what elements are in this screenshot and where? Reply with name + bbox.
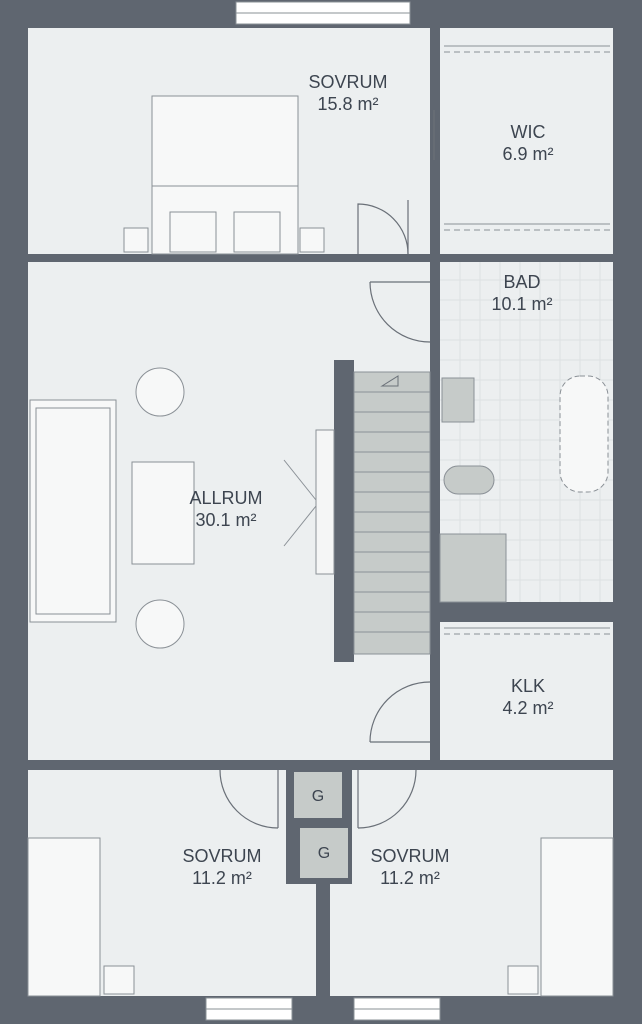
double-bed — [123, 95, 325, 255]
room-name: BAD — [503, 272, 540, 292]
room-area: 11.2 m² — [192, 868, 252, 888]
room-area: 4.2 m² — [502, 698, 553, 718]
room-name: ALLRUM — [189, 488, 262, 508]
sink — [441, 377, 475, 423]
room-area: 30.1 m² — [195, 510, 256, 530]
staircase — [353, 371, 431, 655]
door-swings — [219, 110, 435, 829]
shaft-label: G — [318, 845, 330, 862]
room-area: 11.2 m² — [380, 868, 440, 888]
room-area: 6.9 m² — [502, 144, 553, 164]
room-name: KLK — [511, 676, 545, 696]
room-name: SOVRUM — [370, 846, 449, 866]
shaft-box-1 — [294, 772, 342, 818]
room-area: 10.1 m² — [491, 294, 552, 314]
windows — [205, 1, 441, 1021]
shaft-box-2 — [300, 828, 348, 878]
living-furniture — [29, 367, 195, 649]
single-beds — [27, 837, 614, 997]
bathtub — [559, 375, 609, 493]
room-name: SOVRUM — [308, 72, 387, 92]
shaft-label: G — [312, 788, 324, 805]
floor-areas — [28, 28, 613, 996]
cabinet — [439, 533, 507, 603]
fireplace — [283, 429, 335, 575]
room-area: 15.8 m² — [317, 94, 378, 114]
room-name: SOVRUM — [182, 846, 261, 866]
room-name: WIC — [511, 122, 546, 142]
toilet — [443, 465, 495, 495]
wardrobe-shelves — [444, 45, 610, 635]
